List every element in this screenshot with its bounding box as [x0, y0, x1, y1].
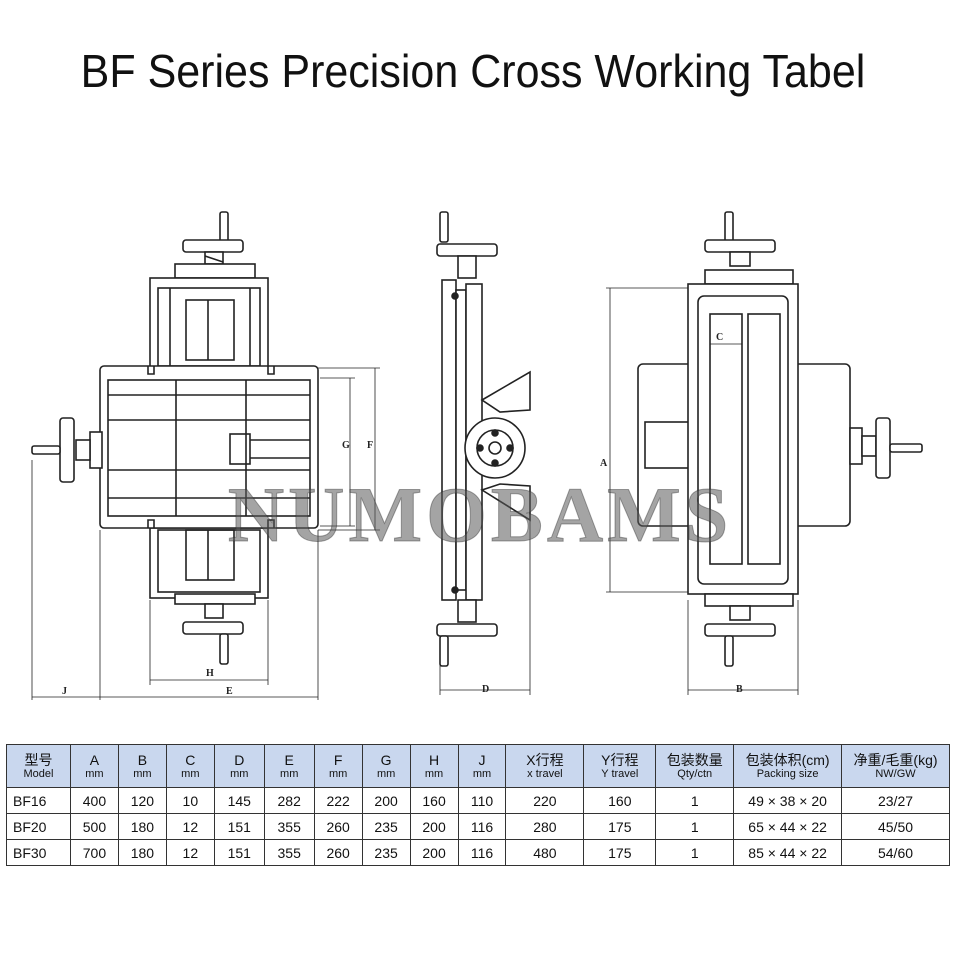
model-cell: BF30	[6, 839, 71, 866]
dim-label-g: G	[342, 440, 350, 451]
table-cell: 1	[655, 839, 735, 866]
header-cell: 净重/毛重(kg)NW/GW	[841, 744, 950, 788]
dim-label-c: C	[716, 332, 724, 343]
page-title: BF Series Precision Cross Working Tabel	[80, 46, 866, 98]
table-cell: 480	[505, 839, 585, 866]
table-cell: 10	[165, 787, 215, 814]
technical-drawing: J E H G F D C A B	[31, 211, 923, 700]
table-cell: 500	[69, 813, 119, 840]
table-cell: 49 × 38 × 20	[733, 787, 843, 814]
table-cell: 54/60	[841, 839, 950, 866]
table-cell: 12	[165, 839, 215, 866]
table-cell: 12	[165, 813, 215, 840]
table-cell: 200	[409, 839, 459, 866]
table-cell: 200	[361, 787, 411, 814]
dim-label-f: F	[367, 440, 374, 451]
table-cell: 160	[583, 787, 657, 814]
top-handwheel-left	[174, 211, 256, 279]
table-cell: 282	[263, 787, 315, 814]
table-cell: 180	[117, 813, 167, 840]
table-cell: 45/50	[841, 813, 950, 840]
table-cell: 151	[213, 813, 265, 840]
table-cell: 110	[457, 787, 507, 814]
dim-label-h: H	[206, 668, 214, 679]
table-cell: 200	[409, 813, 459, 840]
table-cell: 280	[505, 813, 585, 840]
bottom-handwheel-left	[182, 603, 244, 665]
dim-label-j: J	[62, 686, 67, 697]
table-cell: 700	[69, 839, 119, 866]
bottom-view	[606, 211, 923, 695]
table-cell: 220	[505, 787, 585, 814]
dim-label-d: D	[482, 684, 490, 695]
side-view	[436, 211, 531, 695]
side-handwheel-left	[31, 417, 103, 483]
table-cell: 120	[117, 787, 167, 814]
dim-label-a: A	[600, 458, 608, 469]
table-cell: 222	[313, 787, 363, 814]
header-cell: 包装体积(cm)Packing size	[733, 744, 843, 788]
top-view	[31, 211, 380, 700]
table-cell: 65 × 44 × 22	[733, 813, 843, 840]
table-cell: 400	[69, 787, 119, 814]
model-cell: BF20	[6, 813, 71, 840]
table-cell: 355	[263, 813, 315, 840]
table-cell: 160	[409, 787, 459, 814]
watermark: NUMOBAMS	[227, 471, 733, 559]
table-cell: 235	[361, 813, 411, 840]
table-cell: 180	[117, 839, 167, 866]
dim-label-e: E	[226, 686, 233, 697]
table-cell: 235	[361, 839, 411, 866]
table-cell: 260	[313, 813, 363, 840]
table-cell: 116	[457, 839, 507, 866]
table-cell: 1	[655, 813, 735, 840]
table-cell: 1	[655, 787, 735, 814]
model-cell: BF16	[6, 787, 71, 814]
table-cell: 85 × 44 × 22	[733, 839, 843, 866]
table-cell: 260	[313, 839, 363, 866]
table-cell: 116	[457, 813, 507, 840]
table-cell: 355	[263, 839, 315, 866]
table-cell: 175	[583, 813, 657, 840]
table-cell: 145	[213, 787, 265, 814]
table-cell: 175	[583, 839, 657, 866]
table-cell: 151	[213, 839, 265, 866]
table-cell: 23/27	[841, 787, 950, 814]
dim-label-b: B	[736, 684, 743, 695]
